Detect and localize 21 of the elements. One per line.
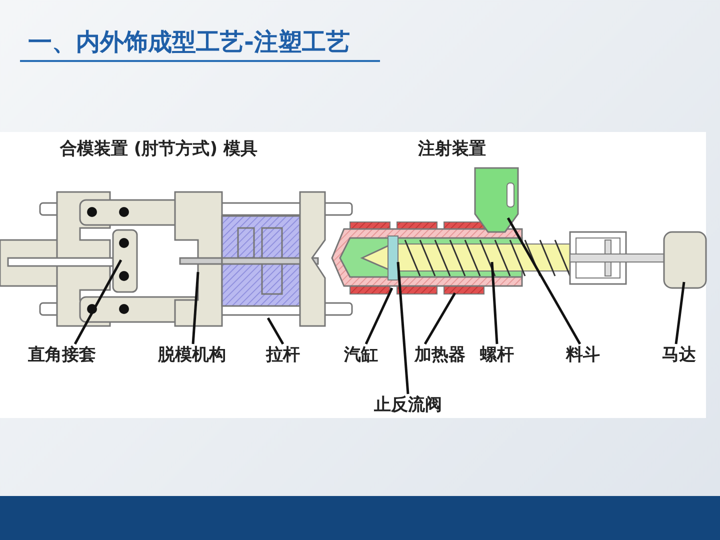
part-label: 直角接套 bbox=[22, 344, 102, 366]
leader-line bbox=[506, 217, 582, 345]
part-label: 脱模机构 bbox=[152, 344, 232, 366]
part-label: 止反流阀 bbox=[368, 394, 448, 416]
part-label: 螺杆 bbox=[476, 344, 518, 366]
leader-line bbox=[266, 317, 284, 345]
part-label: 加热器 bbox=[410, 344, 470, 366]
leader-line bbox=[674, 282, 686, 344]
leader-line bbox=[364, 287, 394, 345]
leader-line bbox=[192, 272, 200, 344]
part-label: 料斗 bbox=[562, 344, 604, 366]
part-label: 拉杆 bbox=[262, 344, 304, 366]
part-label: 马达 bbox=[658, 344, 700, 366]
slide-title: 一、内外饰成型工艺-注塑工艺 bbox=[28, 27, 350, 58]
leader-line bbox=[424, 292, 456, 345]
section-heading: 注射装置 bbox=[418, 138, 486, 160]
leader-line bbox=[490, 262, 498, 344]
leader-line bbox=[74, 259, 122, 345]
part-label: 汽缸 bbox=[340, 344, 382, 366]
leader-line bbox=[396, 262, 410, 394]
section-heading: 合模装置 (肘节方式) 模具 bbox=[60, 138, 258, 160]
